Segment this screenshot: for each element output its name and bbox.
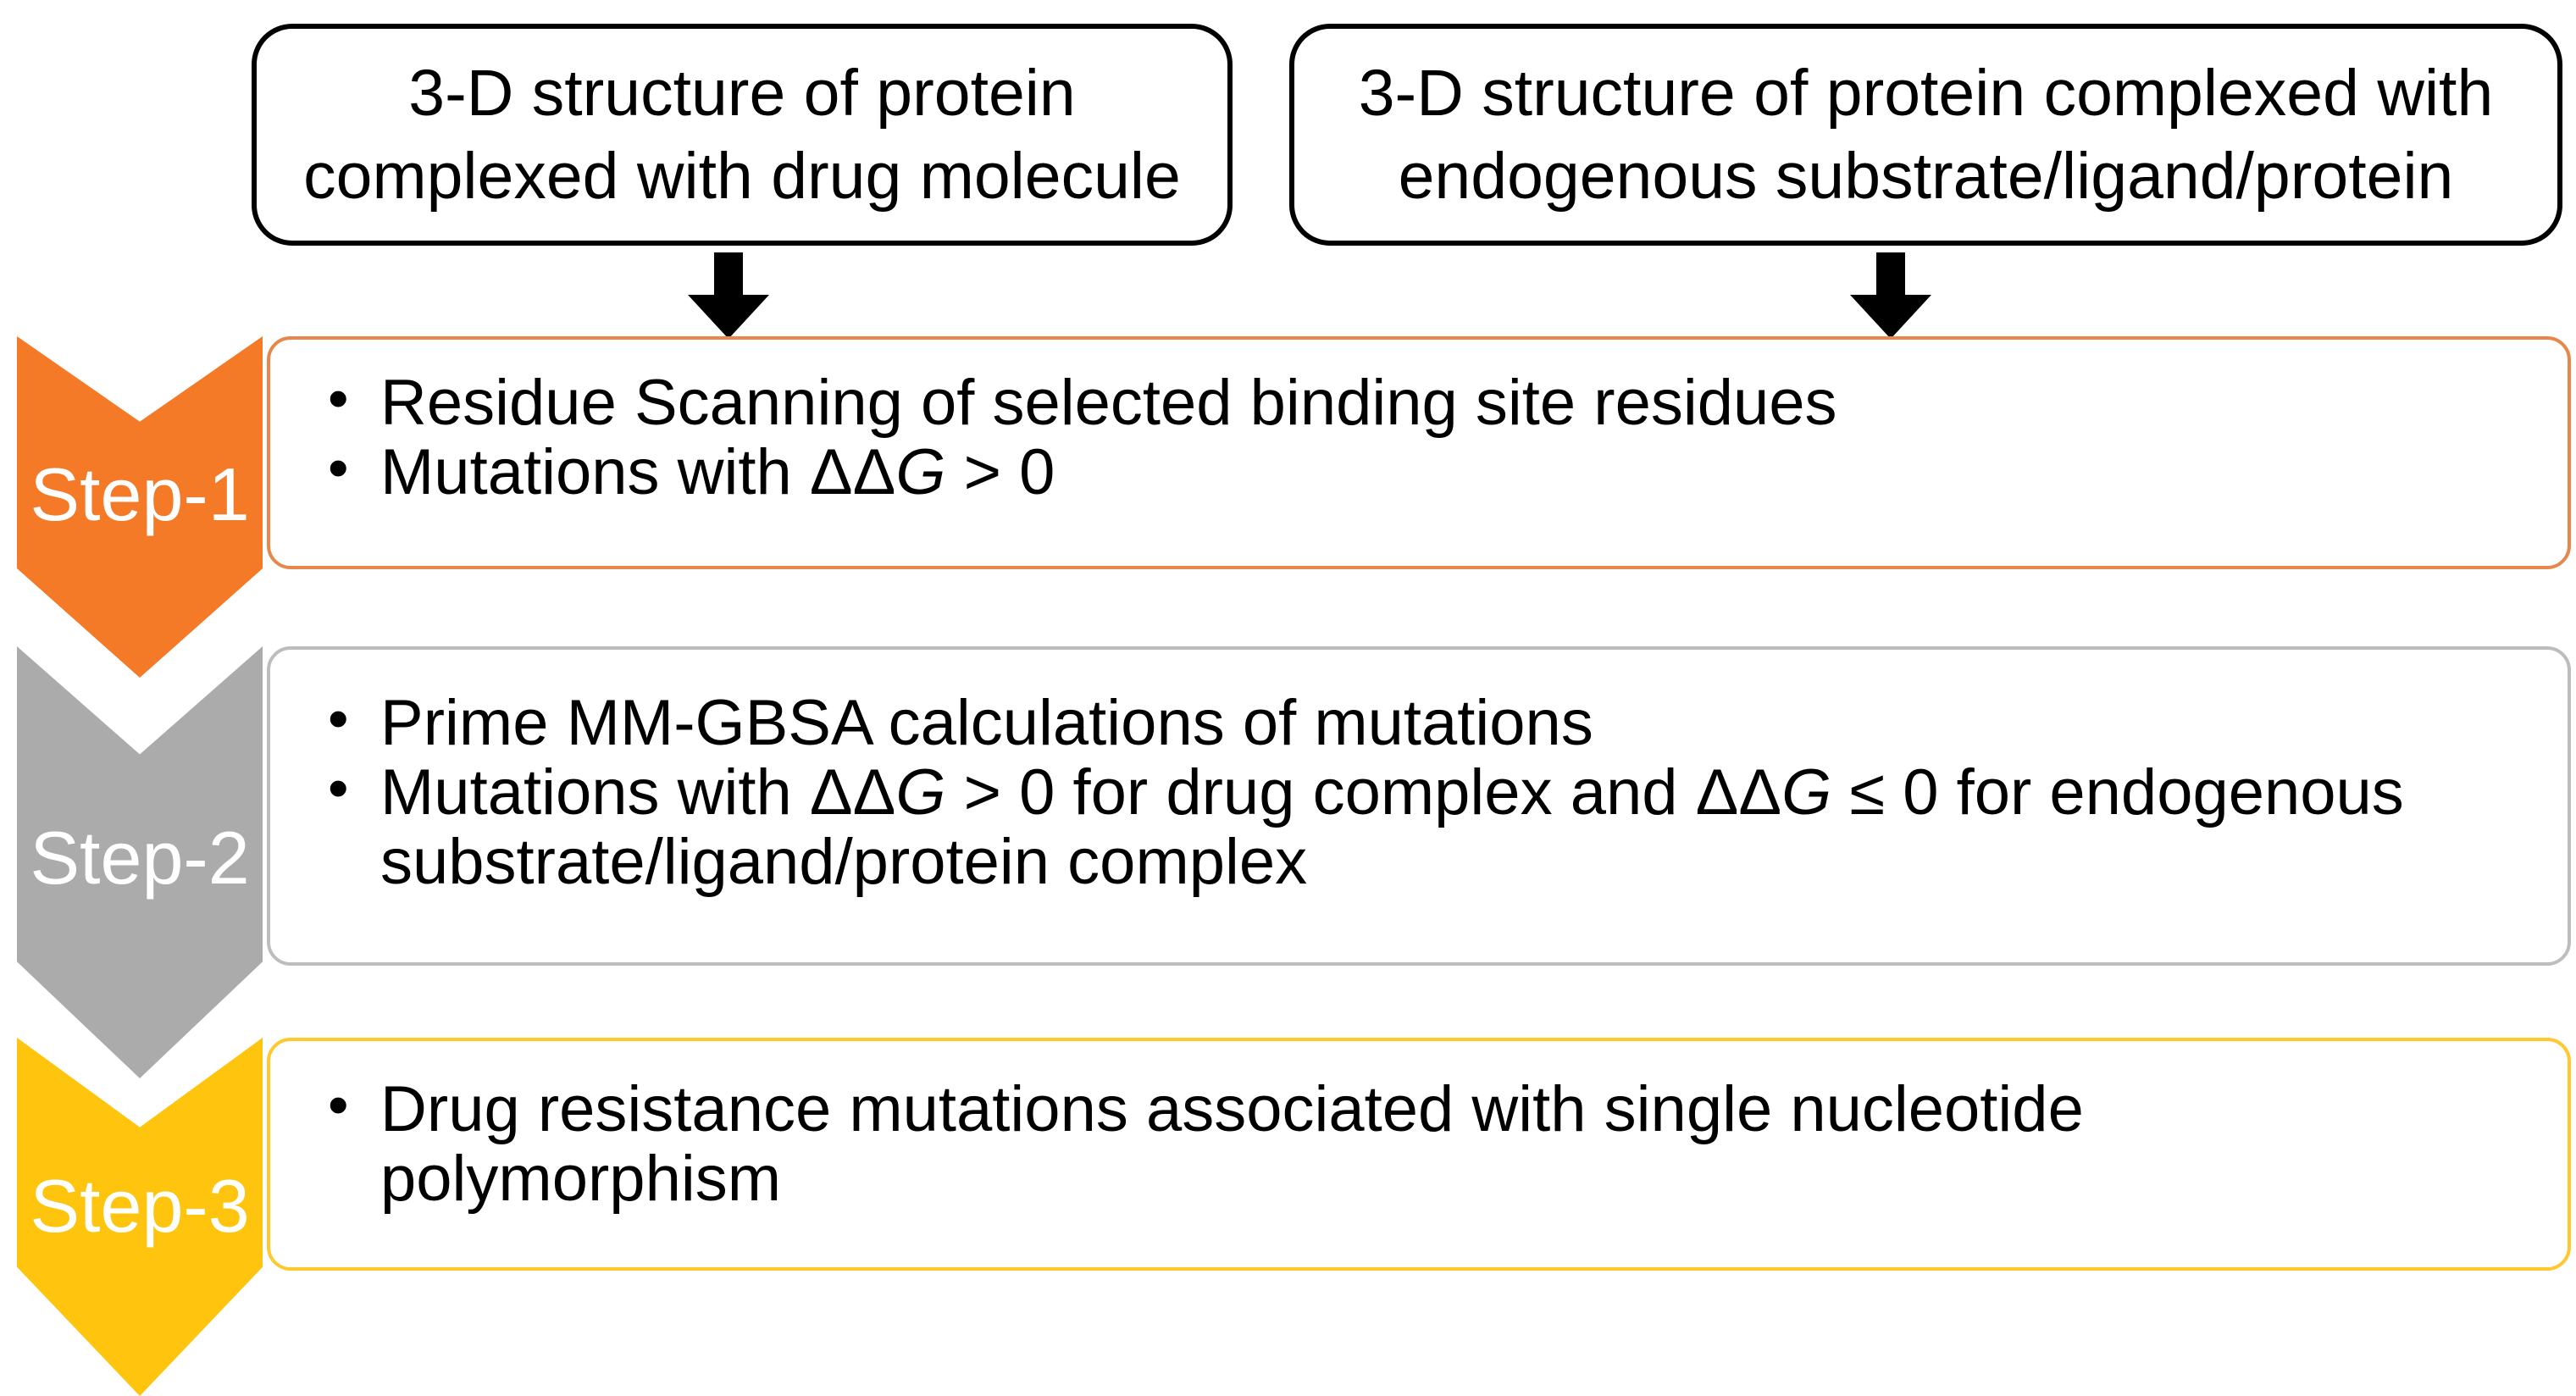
input-box-endogenous-complex: 3-D structure of protein complexed with … <box>1289 24 2562 246</box>
step-1-chevron: Step-1 <box>17 336 263 678</box>
step-1-box: Residue Scanning of selected binding sit… <box>267 336 2571 569</box>
down-arrow-head <box>688 295 769 339</box>
down-arrow-icon <box>688 252 769 339</box>
down-arrow-stem <box>714 252 743 295</box>
bullet-item: Mutations with ΔΔG > 0 <box>296 433 2525 507</box>
step-3-bullet-list: Drug resistance mutations associated wit… <box>270 1041 2568 1214</box>
step-2-bullet-list: Prime MM-GBSA calculations of mutationsM… <box>270 650 2568 897</box>
down-arrow-stem <box>1876 252 1905 295</box>
input-box-endogenous-complex-line-2: endogenous substrate/ligand/protein <box>1398 140 2454 213</box>
input-box-drug-complex-line-1: 3-D structure of protein <box>408 57 1076 130</box>
step-2-box: Prime MM-GBSA calculations of mutationsM… <box>267 646 2571 966</box>
step-3-label-band: Step-3 <box>17 1138 263 1274</box>
step-3-label: Step-3 <box>30 1163 250 1248</box>
input-box-drug-complex: 3-D structure of protein complexed with … <box>252 24 1233 246</box>
step-2-chevron: Step-2 <box>17 646 263 1078</box>
down-arrow-head <box>1850 295 1931 339</box>
step-3-chevron: Step-3 <box>17 1038 263 1396</box>
input-box-endogenous-complex-line-1: 3-D structure of protein complexed with <box>1358 57 2494 130</box>
bullet-item: Drug resistance mutations associated wit… <box>296 1070 2525 1214</box>
down-arrow-icon <box>1850 252 1931 339</box>
step-1-label-band: Step-1 <box>17 422 263 568</box>
step-1-label: Step-1 <box>30 452 250 537</box>
input-box-drug-complex-line-2: complexed with drug molecule <box>303 140 1181 213</box>
bullet-item: Residue Scanning of selected binding sit… <box>296 363 2525 438</box>
bullet-item: Mutations with ΔΔG > 0 for drug complex … <box>296 753 2525 897</box>
step-3-box: Drug resistance mutations associated wit… <box>267 1038 2571 1271</box>
bullet-item: Prime MM-GBSA calculations of mutations <box>296 684 2525 758</box>
step-1-bullet-list: Residue Scanning of selected binding sit… <box>270 340 2568 507</box>
step-2-label-band: Step-2 <box>17 755 263 962</box>
step-2-label: Step-2 <box>30 815 250 900</box>
